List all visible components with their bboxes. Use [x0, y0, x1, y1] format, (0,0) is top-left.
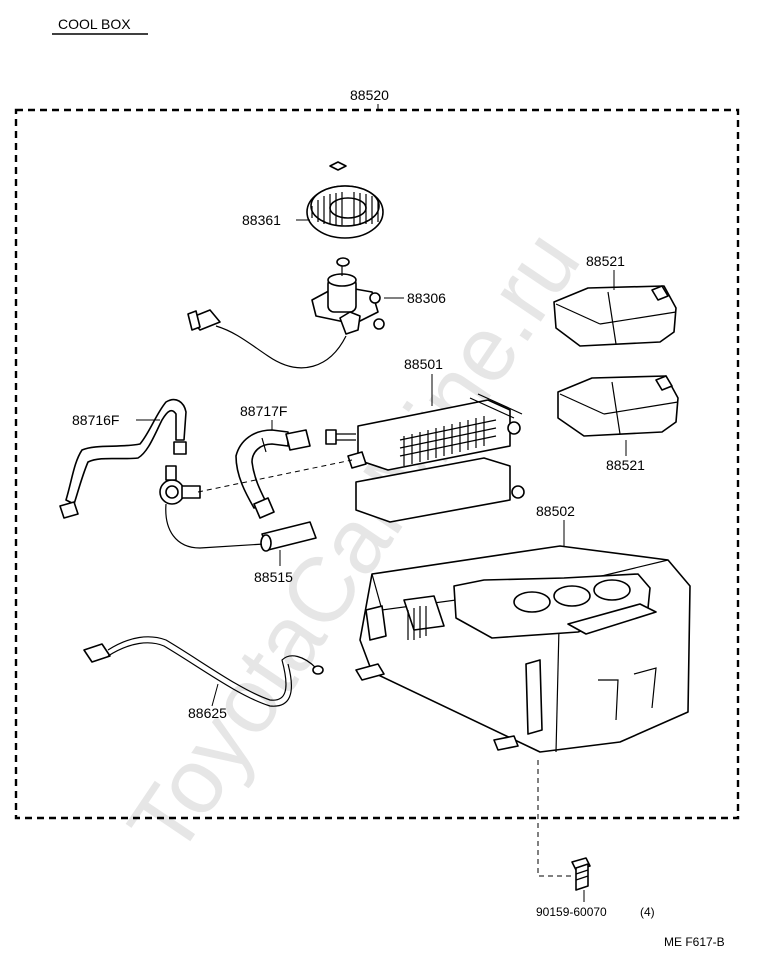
expansion-valve — [159, 465, 265, 549]
label-screw: 90159-60070 — [536, 905, 607, 919]
evaporator — [325, 393, 525, 523]
blower-motor — [187, 266, 385, 369]
label-88361: 88361 — [242, 212, 281, 228]
label-88625: 88625 — [188, 705, 227, 721]
diagram-code: ME F617-B — [664, 935, 725, 949]
label-88306: 88306 — [407, 290, 446, 306]
label-88520: 88520 — [350, 87, 389, 103]
valve-guide-line — [197, 459, 353, 493]
page-title: COOL BOX — [58, 16, 131, 32]
label-88502: 88502 — [536, 503, 575, 519]
thermistor — [260, 521, 317, 552]
blower-fan — [306, 161, 384, 267]
label-88521-upper: 88521 — [586, 253, 625, 269]
tube-88716f — [59, 398, 187, 519]
label-88716f: 88716F — [72, 412, 119, 428]
screw-guide-line — [537, 760, 572, 877]
label-88717f: 88717F — [240, 403, 287, 419]
cover-lower — [557, 375, 679, 437]
cool-box-case — [355, 545, 691, 753]
tube-88717f — [235, 429, 311, 519]
assembly-boundary — [14, 108, 740, 820]
wire-harness — [83, 636, 324, 707]
label-88501: 88501 — [404, 356, 443, 372]
label-88521-lower: 88521 — [606, 457, 645, 473]
leader-88625 — [211, 683, 219, 707]
label-screw-qty: (4) — [640, 905, 655, 919]
label-88515: 88515 — [254, 569, 293, 585]
cover-upper — [553, 285, 677, 347]
screw — [571, 857, 591, 891]
